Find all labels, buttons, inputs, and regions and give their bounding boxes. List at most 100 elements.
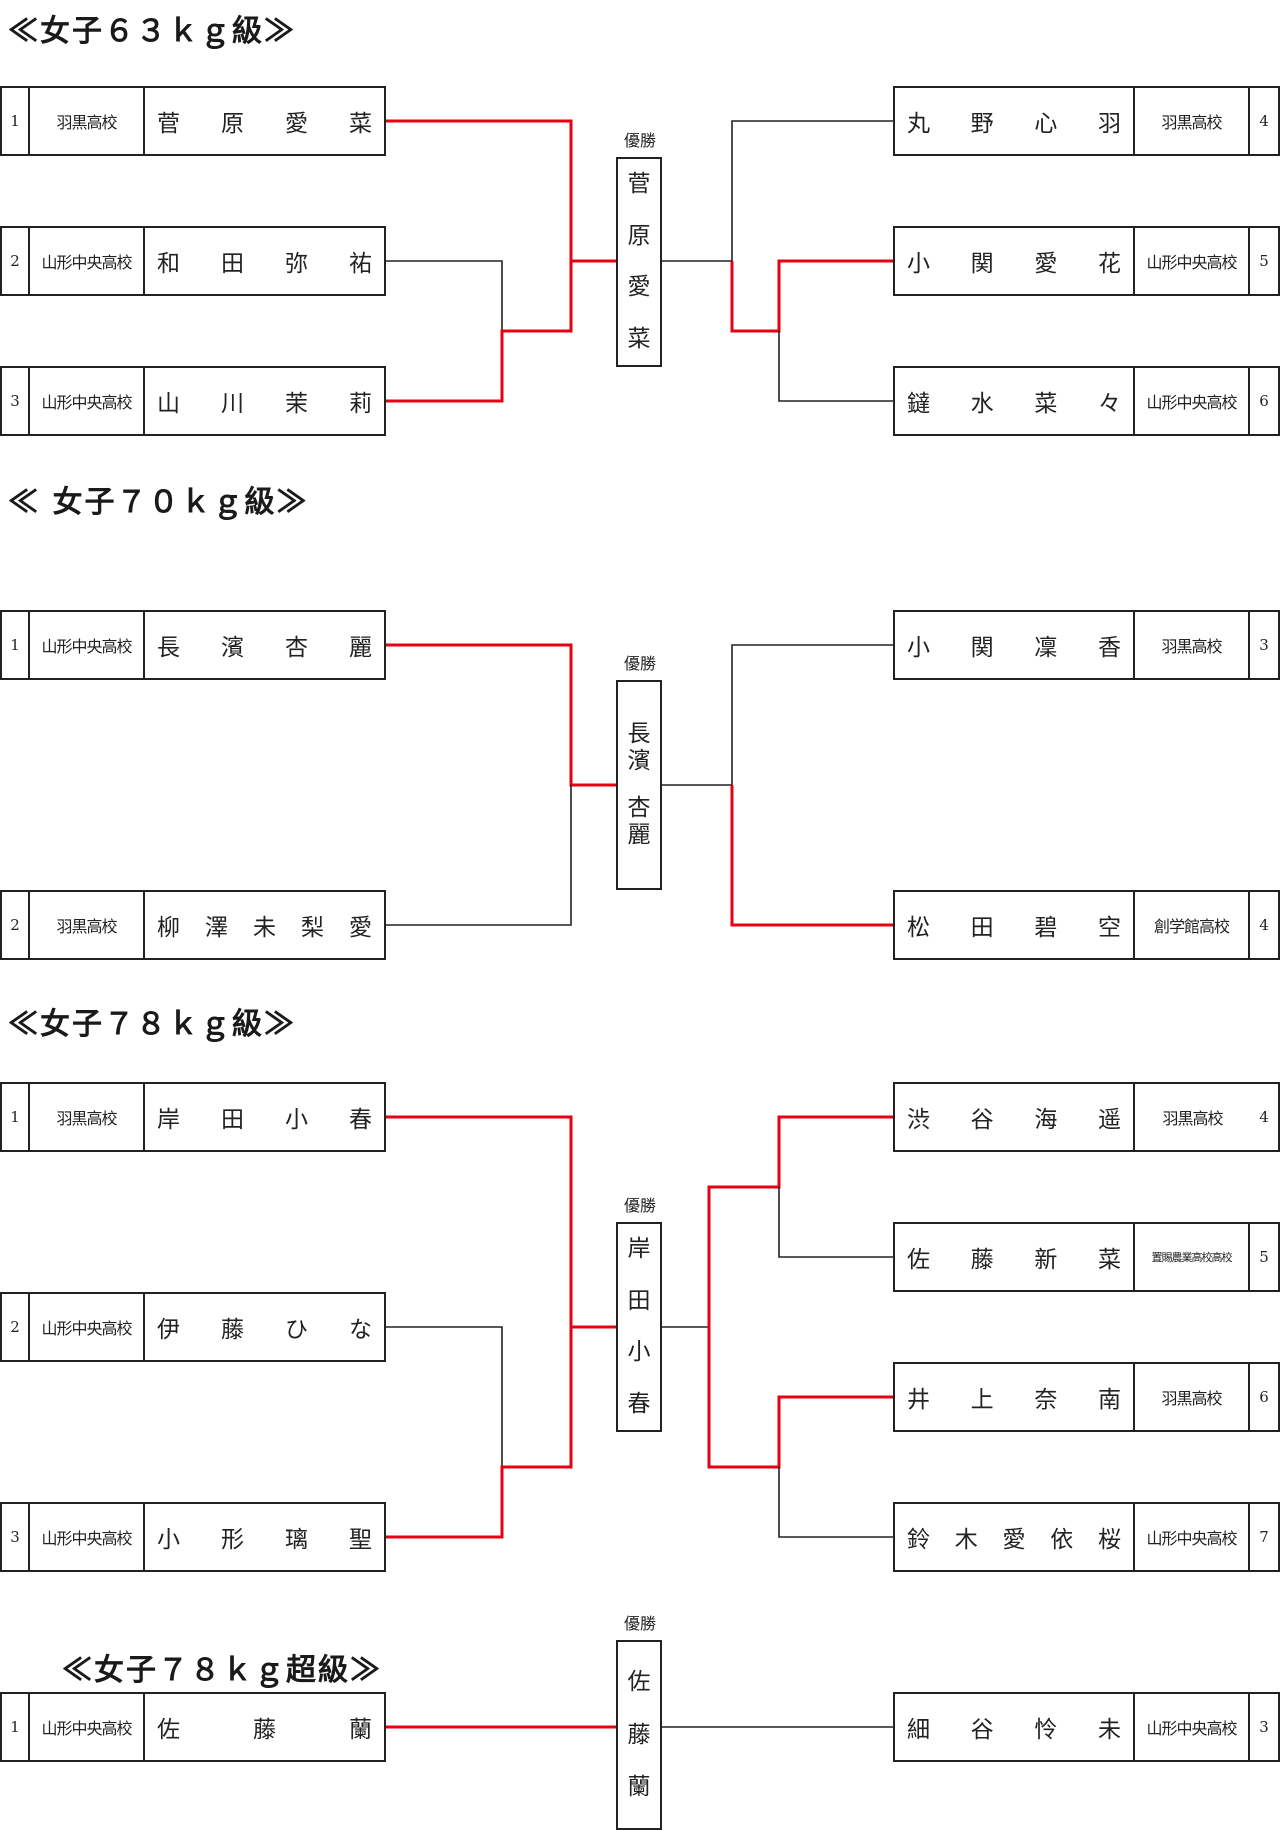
winner-box: 佐藤蘭	[616, 1640, 662, 1830]
athlete-name: 佐藤蘭	[145, 1694, 384, 1760]
school-name: 羽黒高校	[1135, 88, 1250, 154]
competitor-row: 3 山形中央高校 小形璃聖	[0, 1502, 386, 1572]
name-char: 水	[970, 391, 994, 417]
name-char: 鈴	[907, 1527, 930, 1553]
name-char: 田	[970, 915, 994, 941]
name-char: 愛	[1002, 1527, 1026, 1553]
winning-path-line	[385, 261, 573, 403]
competitor-row: 鐽水菜々 山形中央高校 6	[893, 366, 1280, 436]
winner-char: 佐	[627, 1669, 651, 1696]
section-title-70kg: ≪ 女子７０ｋｇ級≫	[8, 485, 309, 520]
bracket-line	[662, 644, 893, 786]
name-char: 関	[970, 251, 994, 277]
school-name: 山形中央高校	[30, 1504, 145, 1570]
school-name: 山形中央高校	[1135, 228, 1250, 294]
name-char: 濱	[221, 635, 244, 661]
school-name: 山形中央高校	[30, 612, 145, 678]
winning-path-line	[385, 1327, 573, 1539]
name-char: 松	[907, 915, 930, 941]
school-name: 山形中央高校	[1135, 368, 1250, 434]
competitor-row: 渋谷海遥 羽黒高校 4	[893, 1082, 1280, 1152]
athlete-name: 和田弥祐	[145, 228, 384, 294]
school-name: 置賜農業高校高校	[1135, 1224, 1250, 1290]
name-char: ひ	[285, 1317, 308, 1343]
name-char: 弥	[285, 251, 308, 277]
seed-number: 4	[1259, 112, 1269, 130]
name-char: 桜	[1098, 1527, 1121, 1553]
name-char: 澤	[205, 915, 228, 941]
athlete-name: 鈴木愛依桜	[895, 1504, 1135, 1570]
name-char: 細	[907, 1717, 930, 1743]
seed-number: 3	[1259, 1718, 1269, 1736]
name-char: 聖	[349, 1527, 372, 1553]
school-name: 山形中央高校	[1135, 1504, 1250, 1570]
winner-char: 菜	[627, 325, 651, 352]
athlete-name: 小形璃聖	[145, 1504, 384, 1570]
seed-number: 7	[1259, 1528, 1269, 1546]
seed-number: 5	[1259, 252, 1269, 270]
name-char: 藤	[221, 1317, 244, 1343]
name-char: 莉	[349, 391, 372, 417]
bracket-line	[778, 1467, 893, 1538]
athlete-name: 菅原愛菜	[145, 88, 384, 154]
name-char: 原	[221, 111, 244, 137]
name-char: 遥	[1097, 1107, 1121, 1133]
name-char: 川	[221, 391, 244, 417]
competitor-row: 鈴木愛依桜 山形中央高校 7	[893, 1502, 1280, 1572]
school-name: 山形中央高校	[30, 368, 145, 434]
winner-char: 田	[627, 1287, 651, 1314]
name-char: 香	[1097, 635, 1121, 661]
name-char: 凜	[1034, 635, 1058, 661]
name-char: 田	[221, 1107, 244, 1133]
school-name: 山形中央高校	[30, 228, 145, 294]
winner-char: 杏	[627, 795, 651, 821]
name-char: 蘭	[349, 1717, 372, 1743]
bracket-line	[778, 331, 893, 402]
name-char: 和	[157, 251, 180, 277]
name-char: 岸	[157, 1107, 180, 1133]
name-char: 祐	[349, 251, 372, 277]
name-char: 梨	[301, 915, 324, 941]
seed-number: 3	[2, 1504, 30, 1570]
name-char: 山	[157, 391, 180, 417]
name-char: 菜	[1034, 391, 1058, 417]
school-name: 羽黒高校	[1162, 1109, 1223, 1128]
competitor-row: 佐藤新菜 置賜農業高校高校 5	[893, 1222, 1280, 1292]
school-name: 羽黒高校	[1135, 1364, 1250, 1430]
winning-path-line	[730, 259, 893, 333]
seed-number: 2	[2, 892, 30, 958]
seed-number: 1	[2, 1694, 30, 1760]
competitor-row: 3 山形中央高校 山川茉莉	[0, 366, 386, 436]
seed-number: 1	[2, 612, 30, 678]
competitor-row: 1 山形中央高校 長濱杏麗	[0, 610, 386, 680]
name-char: 心	[1034, 111, 1058, 137]
seed-number: 2	[2, 1294, 30, 1360]
name-char: 春	[349, 1107, 372, 1133]
name-char: 井	[907, 1387, 930, 1413]
name-char: 渋	[907, 1107, 930, 1133]
seed-number: 4	[1259, 916, 1269, 934]
winner-char: 麗	[627, 822, 651, 848]
bracket-line	[385, 785, 572, 926]
winner-label: 優勝	[623, 654, 656, 673]
name-char: 茉	[285, 391, 308, 417]
winner-label: 優勝	[623, 131, 656, 150]
name-char: 関	[970, 635, 994, 661]
winner-char: 春	[627, 1390, 651, 1417]
winner-box: 菅原愛菜	[616, 157, 662, 367]
seed-number: 1	[2, 1084, 30, 1150]
school-name: 羽黒高校	[30, 88, 145, 154]
bracket-line	[385, 1326, 503, 1467]
school-name: 山形中央高校	[30, 1694, 145, 1760]
athlete-name: 伊藤ひな	[145, 1294, 384, 1360]
seed-number: 6	[1259, 392, 1269, 410]
name-char: 上	[970, 1387, 994, 1413]
name-char: 麗	[349, 635, 372, 661]
name-char: 未	[1097, 1717, 1121, 1743]
name-char: 碧	[1034, 915, 1058, 941]
school-name: 羽黒高校	[30, 892, 145, 958]
name-char: 小	[285, 1107, 308, 1133]
name-char: 藤	[970, 1247, 994, 1273]
seed-number: 5	[1259, 1248, 1269, 1266]
name-char: 伊	[157, 1317, 180, 1343]
